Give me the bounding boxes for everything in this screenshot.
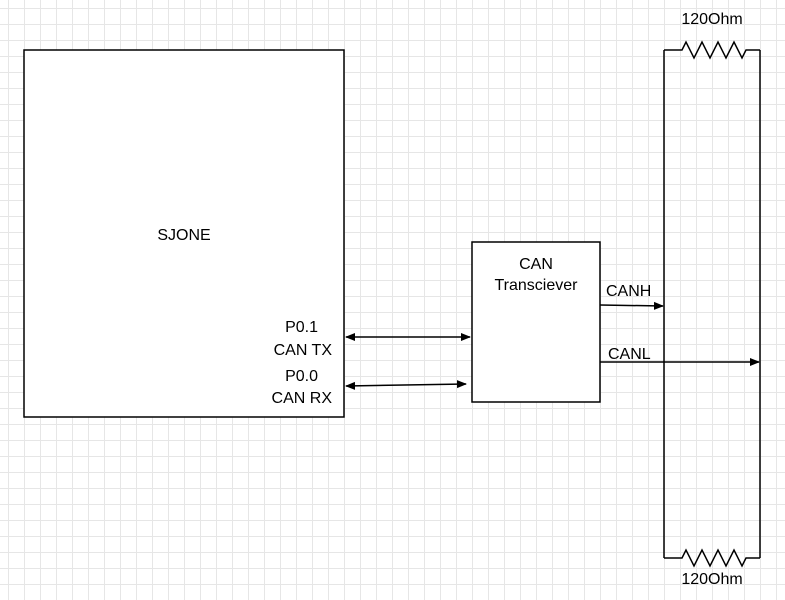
resistor-top-label: 120Ohm <box>681 11 743 28</box>
tx-signal-label: CAN TX <box>273 342 332 359</box>
sjone-block[interactable] <box>23 49 345 418</box>
rx-signal-label: CAN RX <box>271 390 332 407</box>
tx-pin-label: P0.1 <box>285 319 318 336</box>
rx-connection-arrow[interactable] <box>345 380 467 390</box>
sjone-label: SJONE <box>157 227 211 244</box>
termination-resistor-top[interactable] <box>664 40 760 60</box>
termination-resistor-bottom[interactable] <box>664 548 760 568</box>
transceiver-label-line1: CAN <box>519 256 553 273</box>
canl-label: CANL <box>608 346 651 363</box>
canh-label: CANH <box>606 283 652 300</box>
transceiver-label-line2: Transciever <box>494 277 578 294</box>
resistor-bottom-label: 120Ohm <box>681 571 743 588</box>
canh-connection-arrow[interactable] <box>599 301 664 310</box>
can-transceiver-block[interactable] <box>471 241 601 403</box>
rx-pin-label: P0.0 <box>285 368 318 385</box>
